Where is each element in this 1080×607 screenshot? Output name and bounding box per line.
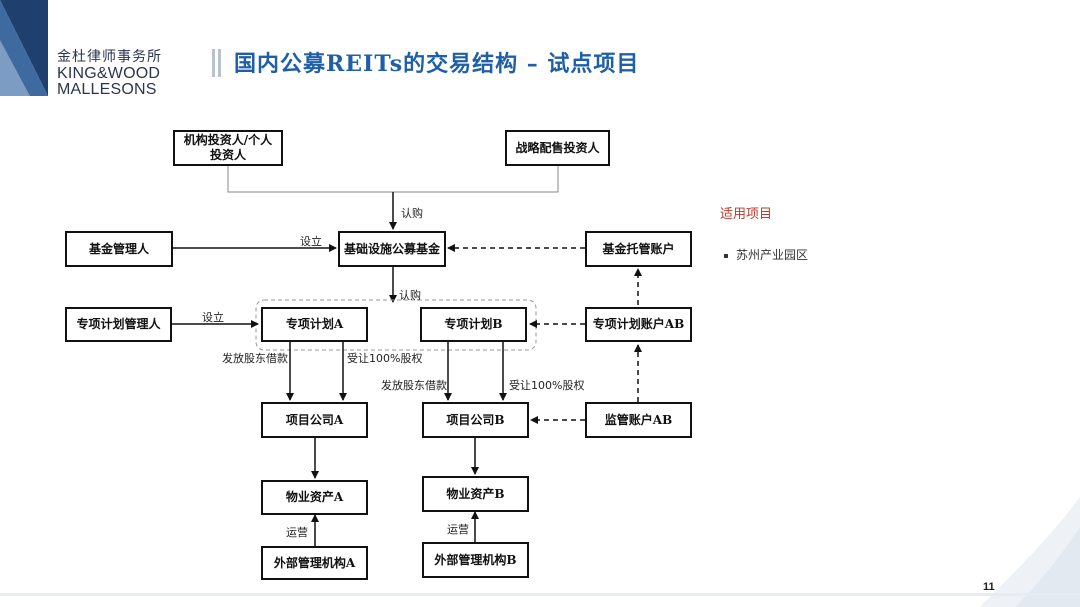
logo-cn: 金杜律师事务所 xyxy=(57,49,162,65)
box-supervision-account: 监管账户AB xyxy=(585,402,692,438)
label-operate-a: 运营 xyxy=(286,526,308,539)
logo-en-line1: KING&WOOD xyxy=(57,65,161,82)
box-asset-b: 物业资产B xyxy=(422,476,529,512)
label-subscribe-1: 认购 xyxy=(401,207,423,220)
investor-merge-line xyxy=(227,166,559,193)
box-investors: 机构投资人/个人 投资人 xyxy=(173,130,283,166)
label-setup-2: 设立 xyxy=(202,311,224,324)
box-custody-account: 基金托管账户 xyxy=(585,231,692,267)
page-number: 11 xyxy=(983,581,995,593)
side-item: 苏州产业园区 xyxy=(724,246,808,263)
label-equity-a: 受让100%股权 xyxy=(347,352,423,365)
title-accent-bars xyxy=(212,49,222,77)
box-strategic-investors: 战略配售投资人 xyxy=(505,130,610,166)
box-plan-account: 专项计划账户AB xyxy=(585,307,692,342)
box-ext-manager-b: 外部管理机构B xyxy=(422,542,529,578)
box-company-b: 项目公司B xyxy=(422,402,529,438)
box-company-a: 项目公司A xyxy=(261,402,368,438)
box-plan-a: 专项计划A xyxy=(261,307,368,342)
box-ext-manager-a: 外部管理机构A xyxy=(261,546,368,580)
corner-decoration xyxy=(0,0,48,96)
label-loan-b: 发放股东借款 xyxy=(381,379,447,392)
box-asset-a: 物业资产A xyxy=(261,480,368,515)
logo-en-line2: MALLESONS xyxy=(57,81,157,98)
side-item-text: 苏州产业园区 xyxy=(736,248,809,262)
label-loan-a: 发放股东借款 xyxy=(222,352,288,365)
firm-logo: 金杜律师事务所 KING&WOOD MALLESONS xyxy=(57,46,162,98)
label-subscribe-2: 认购 xyxy=(399,289,421,302)
box-public-fund: 基础设施公募基金 xyxy=(338,231,446,267)
page-title: 国内公募REITs的交易结构 – 试点项目 xyxy=(234,51,640,77)
side-heading: 适用项目 xyxy=(720,207,773,222)
label-setup-1: 设立 xyxy=(300,235,322,248)
corner-wave-decoration xyxy=(980,497,1080,607)
footer-line xyxy=(0,593,1080,596)
box-plan-b: 专项计划B xyxy=(420,307,527,342)
box-fund-manager: 基金管理人 xyxy=(65,231,173,267)
box-plan-manager: 专项计划管理人 xyxy=(65,307,172,342)
bullet-icon xyxy=(724,253,728,258)
label-equity-b: 受让100%股权 xyxy=(509,379,585,392)
label-operate-b: 运营 xyxy=(447,523,469,536)
